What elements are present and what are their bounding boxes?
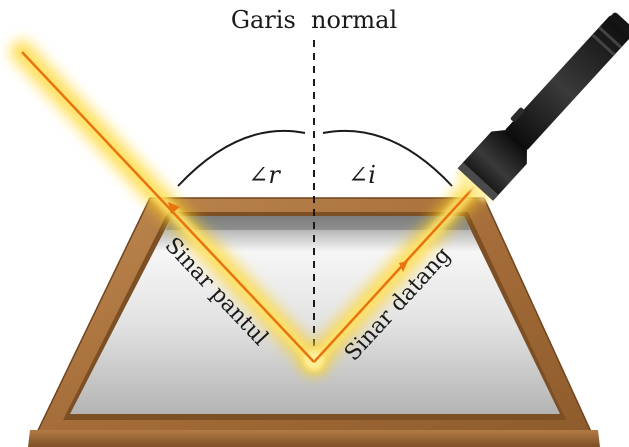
angle-arc-incidence	[323, 131, 452, 186]
normal-line-label: Garis normal	[231, 6, 397, 34]
flashlight-icon	[452, 5, 629, 207]
angle-reflection-label: ∠r	[248, 161, 281, 189]
angle-incidence-label: ∠i	[348, 161, 376, 189]
angle-arc-reflection	[178, 131, 305, 186]
